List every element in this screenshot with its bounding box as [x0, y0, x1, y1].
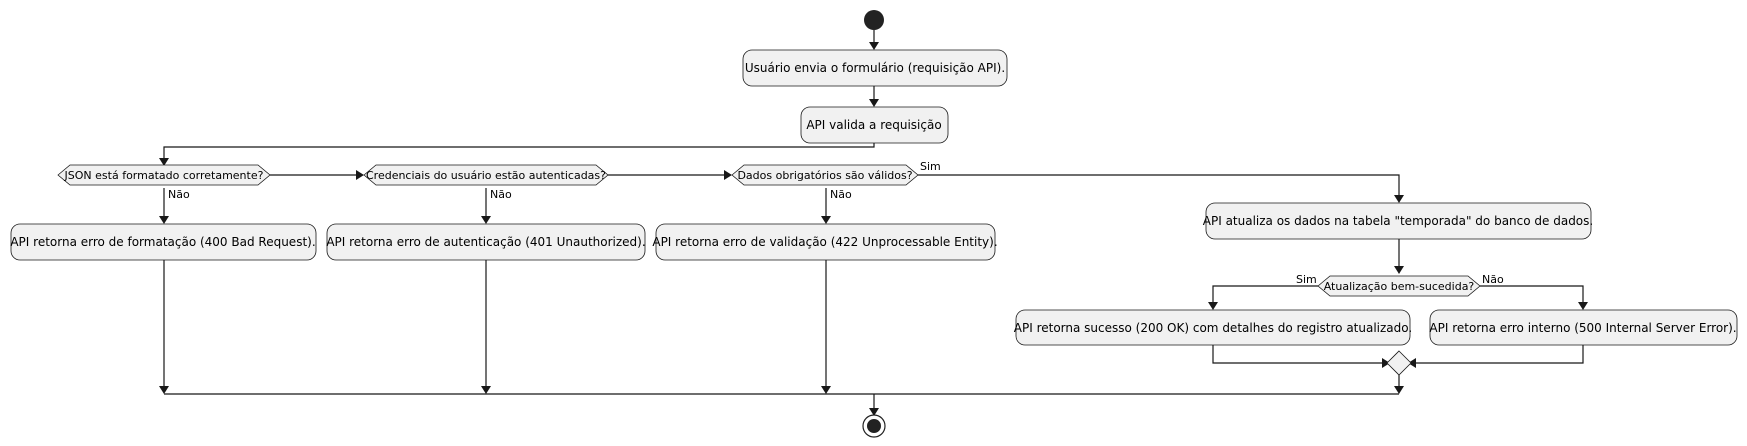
edge-success-merge	[1212, 345, 1384, 364]
label-no-json: Não	[168, 188, 190, 201]
arrow-head	[159, 158, 169, 166]
action-error-validation-label: API retorna erro de validação (422 Unpro…	[652, 235, 997, 249]
arrow-head	[356, 170, 364, 180]
label-no-credentials: Não	[490, 188, 512, 201]
edge-update-internal	[1480, 285, 1584, 302]
end-node-inner	[867, 419, 881, 433]
edge-update-success	[1212, 285, 1318, 302]
action-success-label: API retorna sucesso (200 OK) com detalhe…	[1014, 321, 1412, 335]
action-error-format: API retorna erro de formatação (400 Bad …	[10, 223, 317, 261]
arrow-head	[869, 408, 879, 416]
action-error-auth: API retorna erro de autenticação (401 Un…	[326, 223, 646, 261]
arrow-head	[1208, 302, 1218, 310]
action-update-data-label: API atualiza os dados na tabela "tempora…	[1203, 214, 1593, 228]
arrow-head	[821, 386, 831, 394]
arrow-head	[1578, 302, 1588, 310]
label-yes-required: Sim	[920, 160, 941, 173]
action-error-format-label: API retorna erro de formatação (400 Bad …	[10, 235, 315, 249]
decision-required-data-label: Dados obrigatórios são válidos?	[737, 169, 912, 182]
decision-json-format-label: JSON está formatado corretamente?	[64, 169, 264, 182]
action-error-auth-label: API retorna erro de autenticação (401 Un…	[326, 235, 645, 249]
edges	[159, 30, 1588, 416]
decision-required-data: Dados obrigatórios são válidos?	[731, 164, 919, 186]
label-no-required: Não	[830, 188, 852, 201]
arrow-head	[1394, 195, 1404, 203]
edge-required-update	[918, 174, 1400, 197]
arrow-head	[869, 42, 879, 50]
decision-credentials: Credenciais do usuário estão autenticada…	[363, 164, 609, 186]
label-yes-update: Sim	[1296, 273, 1317, 286]
action-update-data: API atualiza os dados na tabela "tempora…	[1203, 202, 1593, 240]
decision-credentials-label: Credenciais do usuário estão autenticada…	[366, 169, 606, 182]
label-no-update: Não	[1482, 273, 1504, 286]
action-submit-form-label: Usuário envia o formulário (requisição A…	[745, 61, 1005, 75]
action-success: API retorna sucesso (200 OK) com detalhe…	[1014, 309, 1412, 346]
arrow-head	[481, 386, 491, 394]
action-internal-error-label: API retorna erro interno (500 Internal S…	[1429, 321, 1736, 335]
decision-update-ok-label: Atualização bem-sucedida?	[1324, 280, 1475, 293]
edge-validate-json	[163, 143, 875, 160]
action-submit-form: Usuário envia o formulário (requisição A…	[742, 49, 1008, 87]
arrow-head	[724, 170, 732, 180]
decision-update-ok: Atualização bem-sucedida?	[1317, 275, 1481, 297]
merge-diamond	[1386, 350, 1412, 376]
arrow-head	[1394, 386, 1404, 394]
start-node	[864, 10, 884, 30]
arrow-head	[1382, 358, 1390, 368]
decision-json-format: JSON está formatado corretamente?	[57, 164, 271, 186]
arrow-head	[159, 216, 169, 224]
action-validate-request: API valida a requisição	[800, 106, 949, 144]
arrow-head	[821, 216, 831, 224]
action-validate-request-label: API valida a requisição	[806, 118, 941, 132]
arrow-head	[1408, 358, 1416, 368]
arrow-head	[159, 386, 169, 394]
arrow-head	[481, 216, 491, 224]
action-error-validation: API retorna erro de validação (422 Unpro…	[652, 223, 998, 261]
arrow-head	[869, 99, 879, 107]
edge-internal-merge	[1414, 345, 1584, 364]
arrow-head	[1394, 266, 1404, 274]
action-internal-error: API retorna erro interno (500 Internal S…	[1429, 309, 1738, 346]
